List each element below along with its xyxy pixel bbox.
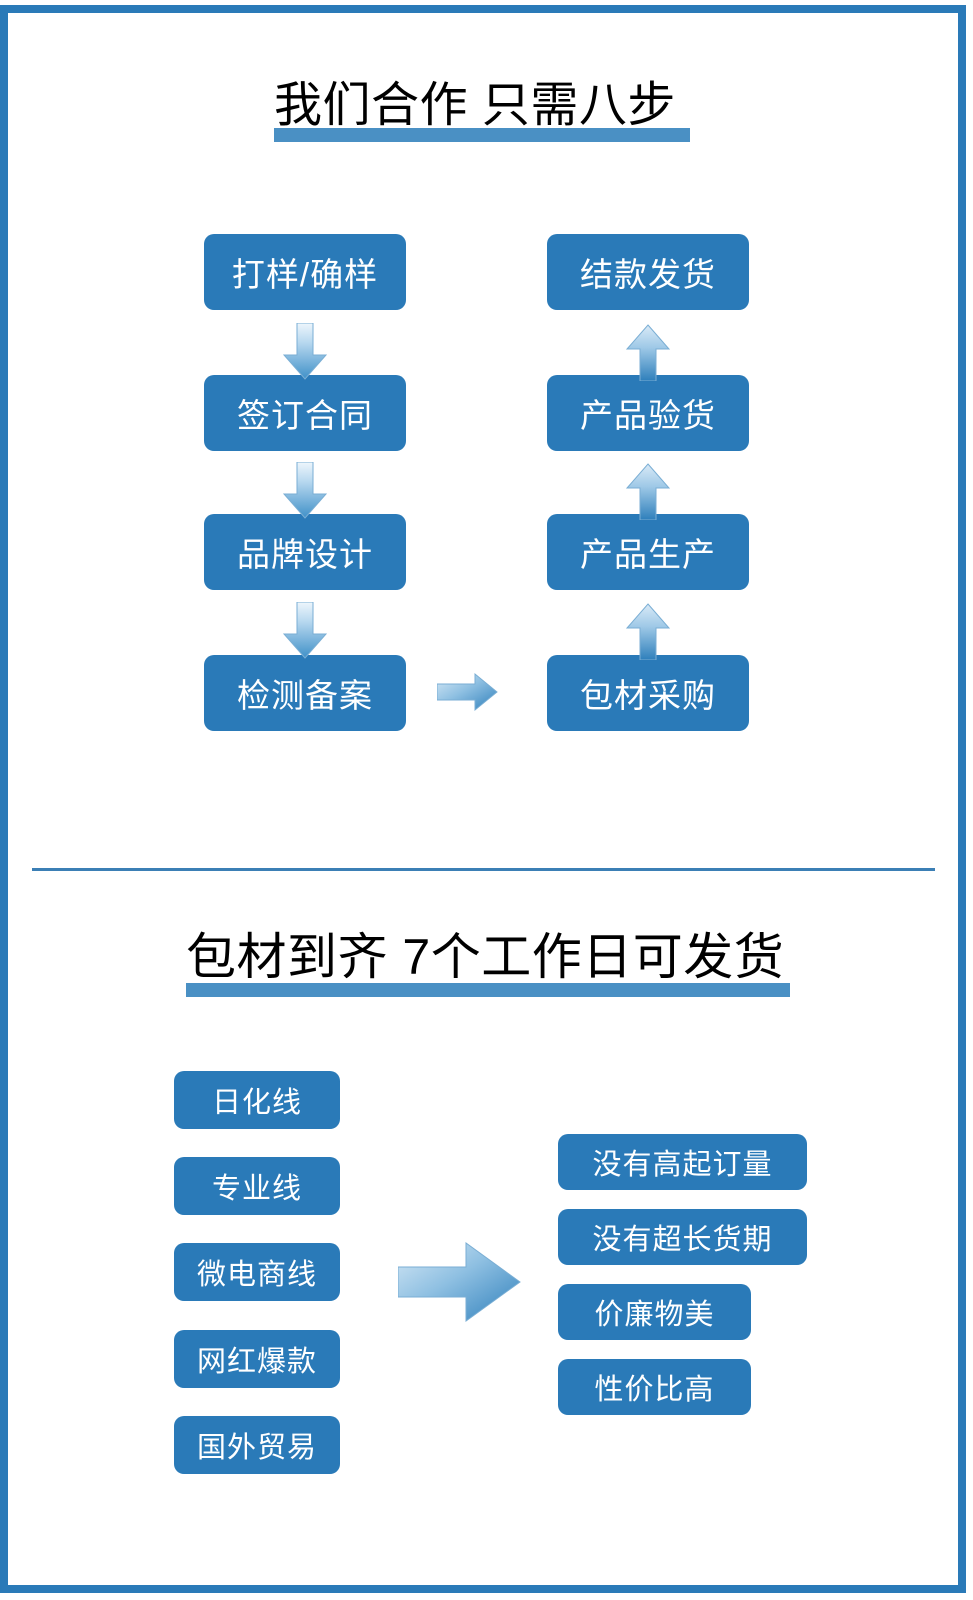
benefit-item-1[interactable]: 没有高起订量	[558, 1134, 807, 1190]
section-1-title: 我们合作 只需八步	[274, 76, 690, 142]
product-line-item-4[interactable]: 网红爆款	[174, 1330, 340, 1388]
section-1-title-text: 我们合作 只需八步	[274, 79, 676, 132]
benefit-item-4[interactable]: 性价比高	[558, 1359, 751, 1415]
process-step-left-1[interactable]: 打样/确样	[204, 234, 406, 310]
product-line-item-5[interactable]: 国外贸易	[174, 1416, 340, 1474]
process-step-left-4[interactable]: 检测备案	[204, 655, 406, 731]
arrow-down-icon	[282, 462, 328, 519]
product-line-item-3[interactable]: 微电商线	[174, 1243, 340, 1301]
benefit-item-3[interactable]: 价廉物美	[558, 1284, 751, 1340]
process-step-right-3[interactable]: 产品生产	[547, 514, 749, 590]
process-step-right-1[interactable]: 结款发货	[547, 234, 749, 310]
benefit-item-2[interactable]: 没有超长货期	[558, 1209, 807, 1265]
process-step-right-2[interactable]: 产品验货	[547, 375, 749, 451]
process-step-left-3[interactable]: 品牌设计	[204, 514, 406, 590]
section-2-title: 包材到齐 7个工作日可发货	[186, 925, 790, 997]
arrow-up-icon	[625, 603, 671, 660]
arrow-up-icon	[625, 324, 671, 381]
arrow-down-icon	[282, 602, 328, 659]
product-line-item-2[interactable]: 专业线	[174, 1157, 340, 1215]
arrow-up-icon	[625, 463, 671, 520]
arrow-right-icon	[437, 672, 498, 712]
section-divider	[32, 868, 935, 871]
arrow-right-large-icon	[398, 1242, 521, 1322]
process-step-left-2[interactable]: 签订合同	[204, 375, 406, 451]
section-2-title-text: 包材到齐 7个工作日可发货	[186, 929, 785, 985]
frame-border-bottom	[0, 1585, 966, 1593]
frame-border-right	[958, 5, 966, 1593]
title-highlight-bar	[274, 128, 690, 142]
frame-border-left	[0, 5, 8, 1593]
arrow-down-icon	[282, 323, 328, 380]
title-highlight-bar	[186, 983, 790, 997]
process-step-right-4[interactable]: 包材采购	[547, 655, 749, 731]
frame-border-top	[0, 5, 966, 13]
product-line-item-1[interactable]: 日化线	[174, 1071, 340, 1129]
